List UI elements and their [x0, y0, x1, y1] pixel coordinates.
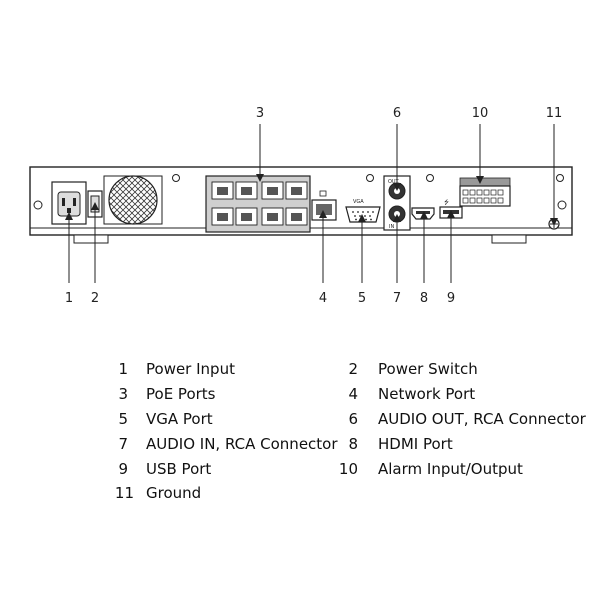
callout-2: 2 [91, 291, 99, 306]
fan-grille [103, 175, 163, 225]
leader-lines [65, 124, 558, 283]
legend: 1 Power Input 3 PoE Ports 5 VGA Port 7 A… [0, 356, 600, 506]
legend-number: 6 [348, 410, 358, 428]
callout-4: 4 [319, 291, 327, 306]
audio-out-panel-label: OUT [388, 179, 400, 185]
legend-label: VGA Port [146, 410, 213, 428]
legend-number: 4 [348, 385, 358, 403]
alarm-io-terminal-block [459, 177, 511, 207]
callout-7: 7 [393, 291, 401, 306]
legend-label: Ground [146, 484, 202, 502]
poe-ports [205, 175, 311, 233]
audio-in-panel-label: IN [389, 224, 394, 230]
legend-number: 2 [348, 360, 358, 378]
legend-label: USB Port [146, 460, 212, 478]
hdmi-port [411, 207, 435, 220]
legend-number: 5 [118, 410, 128, 428]
legend-number: 11 [114, 484, 134, 502]
callout-6: 6 [393, 106, 401, 121]
callout-11: 11 [546, 106, 563, 121]
legend-label: Power Switch [378, 360, 478, 378]
legend-label: AUDIO OUT, RCA Connector [378, 410, 586, 428]
callout-1: 1 [65, 291, 73, 306]
callout-5: 5 [358, 291, 366, 306]
callout-10: 10 [472, 106, 489, 121]
callout-3: 3 [256, 106, 264, 121]
vga-panel-label: VGA [353, 199, 364, 205]
legend-number: 7 [118, 435, 128, 453]
legend-label: Network Port [378, 385, 476, 403]
legend-number: 3 [118, 385, 128, 403]
legend-number: 8 [348, 435, 358, 453]
callout-8: 8 [420, 291, 428, 306]
legend-number: 1 [118, 360, 128, 378]
nvr-rear-panel-diagram: VGA OUT IN ⭍ [29, 106, 573, 306]
legend-label: PoE Ports [146, 385, 216, 403]
legend-label: AUDIO IN, RCA Connector [146, 435, 338, 453]
legend-number: 10 [338, 460, 358, 478]
legend-label: Power Input [146, 360, 235, 378]
callout-9: 9 [447, 291, 455, 306]
svg-text:⭍: ⭍ [444, 198, 449, 206]
legend-number: 9 [118, 460, 128, 478]
legend-label: HDMI Port [378, 435, 453, 453]
legend-label: Alarm Input/Output [378, 460, 523, 478]
